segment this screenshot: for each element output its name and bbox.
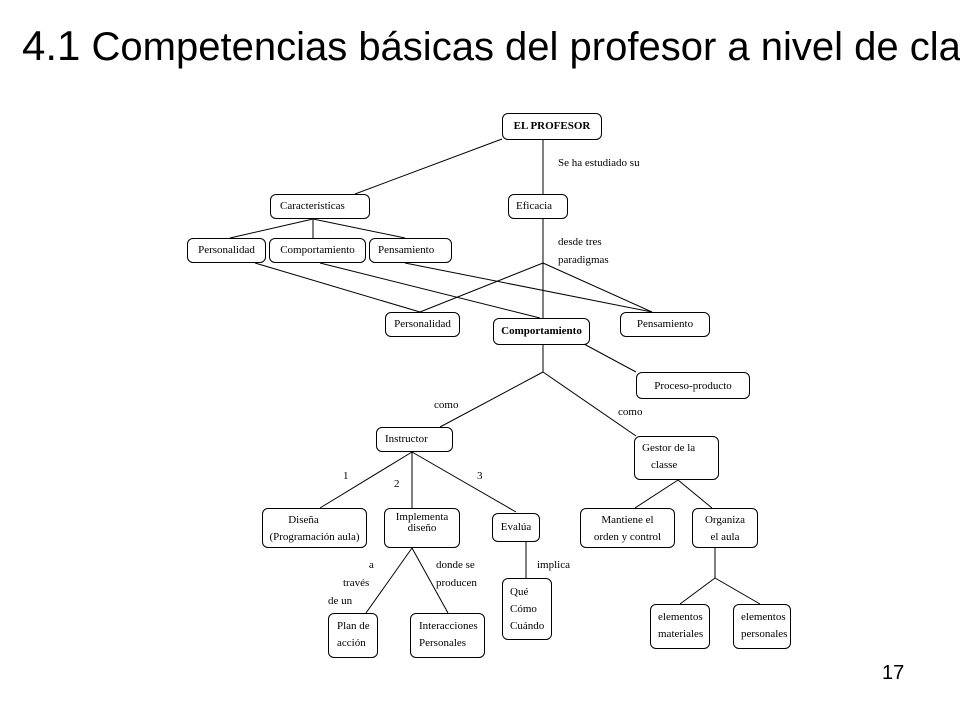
node-elem-mat-line1: elementos: [658, 611, 703, 623]
node-personalidad-mid: Personalidad: [385, 312, 460, 337]
label-donde-se: donde se: [436, 559, 475, 571]
node-interacciones: Interacciones Personales: [410, 613, 485, 658]
node-pensamiento-mid: Pensamiento: [620, 312, 710, 337]
label-a: a: [369, 559, 374, 571]
node-disena: Diseña (Programación aula): [262, 508, 367, 548]
node-elem-mat-line2: materiales: [658, 628, 704, 640]
node-mantiene-line1: Mantiene el: [601, 514, 654, 526]
node-gestor: Gestor de la classe: [634, 436, 719, 480]
node-organiza-line2: el aula: [710, 531, 740, 543]
node-comportamiento-mid: Comportamiento: [493, 318, 590, 345]
node-mantiene: Mantiene el orden y control: [580, 508, 675, 548]
label-de-un: de un: [328, 595, 353, 607]
label-1: 1: [343, 470, 349, 482]
node-eficacia: Eficacia: [508, 194, 568, 219]
node-elem-per-line1: elementos: [741, 611, 786, 623]
node-organiza-line1: Organiza: [704, 514, 746, 526]
node-organiza: Organiza el aula: [692, 508, 758, 548]
node-implementa-line1: Implementa: [395, 511, 449, 523]
node-cuando: Cuándo: [510, 620, 545, 632]
node-implementa: Implementa diseño: [384, 508, 460, 548]
label-traves: través: [343, 577, 370, 589]
node-personalidad-top: Personalidad: [187, 238, 266, 263]
node-elementos-materiales: elementos materiales: [650, 604, 710, 649]
node-que-como-cuando: Qué Cómo Cuándo: [502, 578, 552, 640]
title-text: Competencias básicas del profesor a nive…: [91, 25, 960, 69]
node-elementos-personales: elementos personales: [733, 604, 791, 649]
node-interacciones-line2: Personales: [419, 637, 467, 649]
node-proceso-producto: Proceso-producto: [636, 372, 750, 399]
node-el-profesor: EL PROFESOR: [502, 113, 602, 140]
node-mantiene-line2: orden y control: [593, 531, 662, 543]
line-profesor-caracteristicas: [354, 138, 503, 195]
label-como-right: como: [618, 406, 643, 418]
node-como: Cómo: [510, 603, 537, 615]
node-evalua: Evalúa: [492, 513, 540, 542]
page-title: 4.1 Competencias básicas del profesor a …: [22, 22, 960, 70]
label-paradigmas: paradigmas: [558, 254, 609, 266]
node-instructor: Instructor: [376, 427, 453, 452]
node-pensamiento-top: Pensamiento: [369, 238, 452, 263]
label-se-ha-estudiado: Se ha estudiado su: [558, 157, 640, 169]
page-number: 17: [882, 662, 905, 684]
label-3: 3: [477, 470, 483, 482]
label-implica: implica: [537, 559, 570, 571]
label-producen: producen: [436, 577, 477, 589]
node-plan-line2: acción: [337, 637, 366, 649]
node-que: Qué: [510, 586, 529, 598]
node-caracteristicas: Características: [270, 194, 370, 219]
label-desde-tres: desde tres: [558, 236, 602, 248]
node-interacciones-line1: Interacciones: [419, 620, 478, 632]
node-plan-de-accion: Plan de acción: [328, 613, 378, 658]
node-gestor-line2: classe: [651, 459, 678, 471]
node-gestor-line1: Gestor de la: [642, 442, 696, 454]
node-disena-line1: Diseña: [288, 514, 319, 526]
node-disena-line2: (Programación aula): [269, 531, 360, 543]
node-implementa-line2: diseño: [407, 522, 437, 534]
node-elem-per-line2: personales: [741, 628, 788, 640]
label-como-left: como: [434, 399, 459, 411]
node-comportamiento-top: Comportamiento: [269, 238, 366, 263]
label-2: 2: [394, 478, 400, 490]
title-number: 4.1: [22, 22, 81, 69]
node-plan-line1: Plan de: [337, 620, 370, 632]
